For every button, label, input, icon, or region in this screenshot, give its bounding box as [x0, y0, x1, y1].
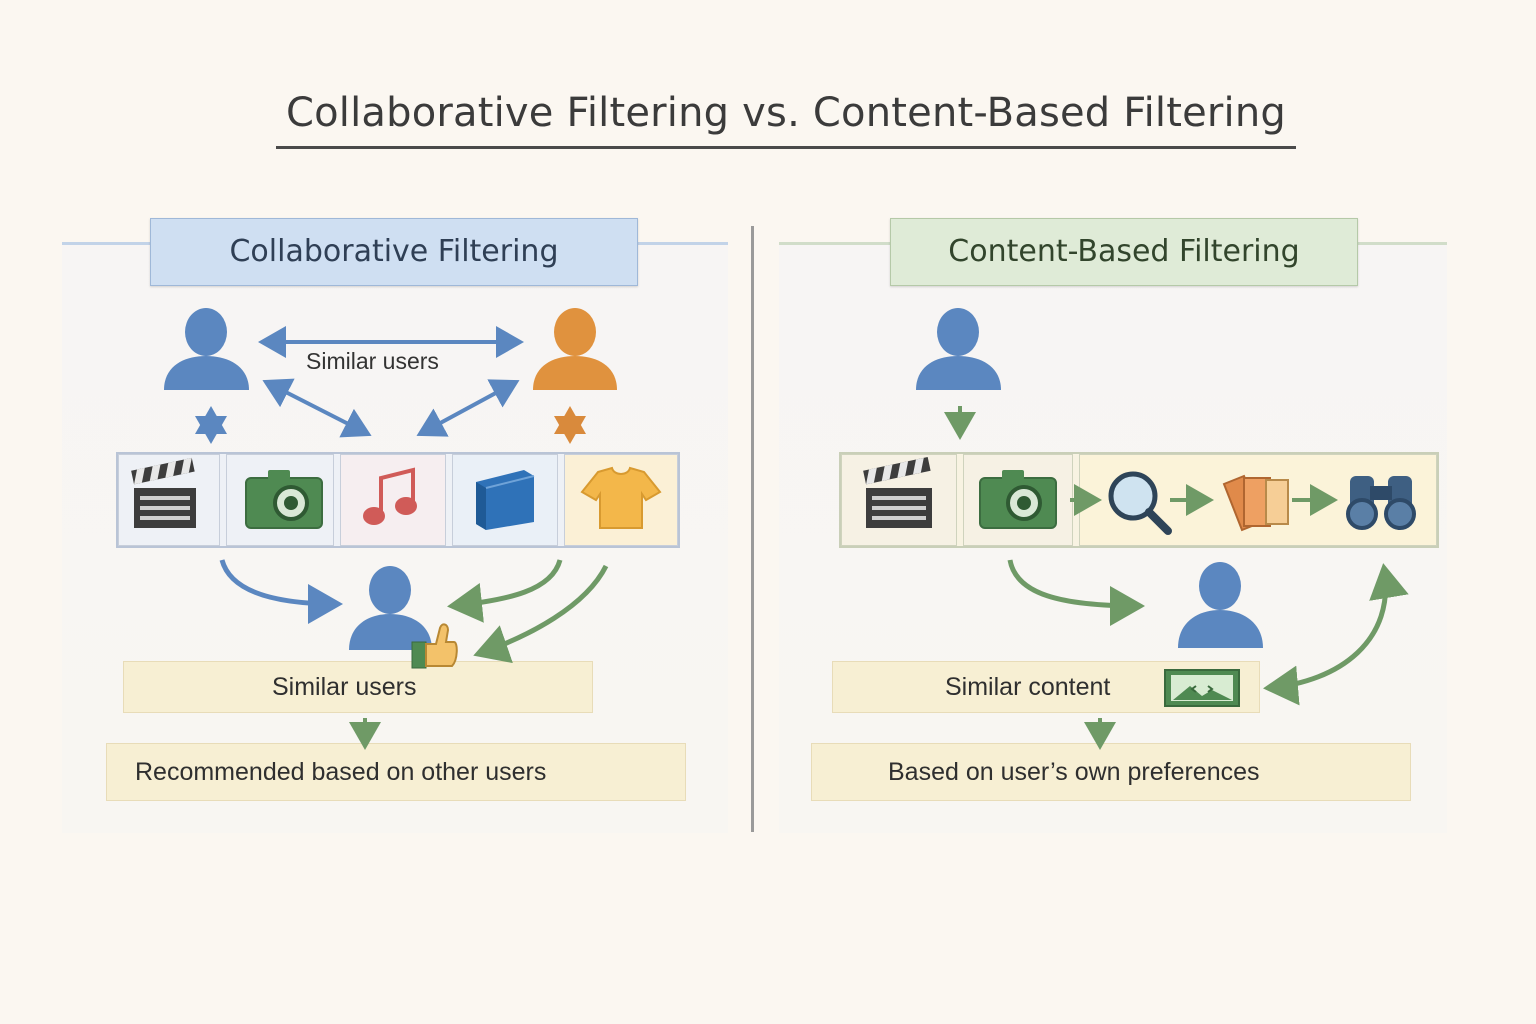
thumbs-up-icon [411, 623, 458, 669]
magnifier-icon [1108, 471, 1172, 535]
clapperboard-icon-right [863, 456, 932, 528]
content-recommendation-label: Based on user’s own preferences [888, 757, 1260, 786]
collaborative-result-box: Similar users [123, 661, 593, 713]
curved-arrow-right-2 [1263, 563, 1409, 706]
diagonal-arrow-right [416, 379, 520, 437]
tshirt-icon [580, 466, 662, 529]
collaborative-recommendation-label: Recommended based on other users [135, 757, 547, 786]
collaborative-result-label: Similar users [272, 672, 417, 701]
image-thumbnail-icon [1164, 669, 1240, 707]
camera-icon-right [979, 470, 1057, 529]
user-orange-icon [533, 308, 617, 390]
content-based-header: Content-Based Filtering [890, 218, 1358, 286]
clapperboard-icon [131, 457, 196, 528]
curved-arrow-right-1 [1007, 559, 1145, 626]
curved-arrow-green-1 [447, 559, 563, 623]
folder-icon [1222, 474, 1289, 532]
page-title: Collaborative Filtering vs. Content-Base… [276, 82, 1296, 149]
content-result-label: Similar content [945, 672, 1111, 701]
user-blue-icon [164, 308, 249, 390]
diagonal-arrow-left [262, 378, 372, 438]
target-user-icon-right [1178, 562, 1263, 648]
collaborative-recommendation-box: Recommended based on other users [106, 743, 686, 801]
content-recommendation-box: Based on user’s own preferences [811, 743, 1411, 801]
music-note-icon [363, 467, 417, 525]
camera-icon [245, 470, 323, 529]
user-icon-right [916, 308, 1001, 390]
panel-divider [751, 226, 754, 832]
collaborative-header: Collaborative Filtering [150, 218, 638, 286]
binoculars-icon [1346, 476, 1416, 530]
book-icon [476, 470, 535, 530]
curved-arrow-blue [219, 559, 343, 624]
target-user-icon [349, 566, 432, 650]
curved-arrow-green-2 [473, 564, 609, 664]
